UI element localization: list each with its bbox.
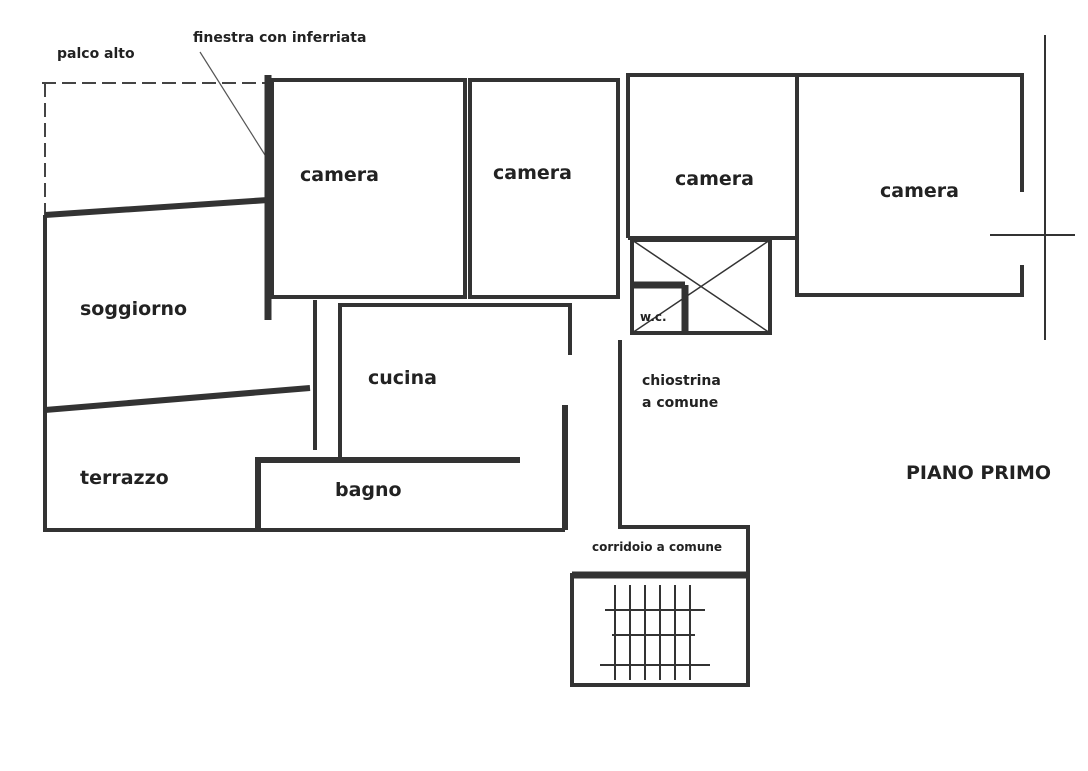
room-camera-3: camera [675,168,754,190]
room-camera-4: camera [880,180,959,202]
chiostrina-label: chiostrina [642,373,721,389]
plan-title: PIANO PRIMO [906,462,1052,484]
chiostrina-label-2: a comune [642,395,719,411]
room-terrazzo: terrazzo [80,467,169,489]
finestra-leader-line [199,51,266,156]
walls [43,35,1075,687]
room-soggiorno: soggiorno [80,298,188,320]
corridoio-label: corridoio a comune [592,540,723,554]
room-camera-2: camera [493,162,572,184]
room-camera-1: camera [300,164,379,186]
room-cucina: cucina [368,367,437,389]
dashed-outline-palco [42,82,268,215]
room-bagno: bagno [335,479,402,501]
stair-steps [600,585,710,680]
wc-label: w.c. [640,310,667,324]
palco-alto-label: palco alto [57,46,135,62]
finestra-label: finestra con inferriata [193,30,367,46]
